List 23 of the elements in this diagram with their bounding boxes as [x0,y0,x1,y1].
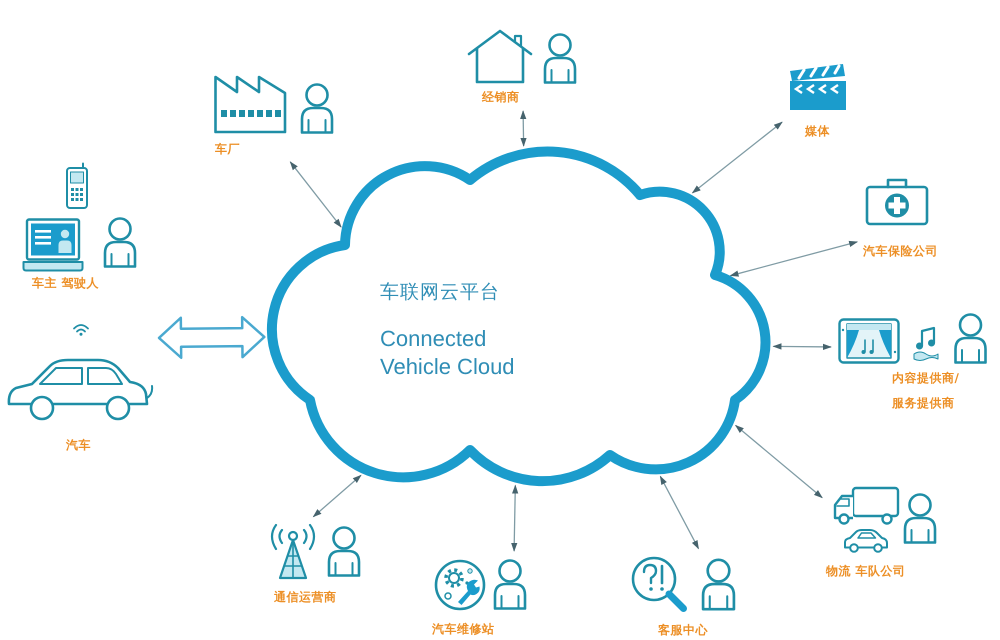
icon-caption: 汽车保险公司 [863,244,938,259]
icon-caption: 媒体 [805,124,830,139]
connector-arrow [730,240,858,277]
icon-caption: 车主 驾驶人 [32,276,100,291]
connector-arrow [290,161,342,228]
icon-caption: 车厂 [215,142,240,157]
icon-caption: 汽车 [66,438,91,453]
icon-caption: 客服中心 [658,623,708,638]
connector-arrow [660,476,700,550]
connector-arrow [734,424,823,498]
icon-caption: 通信运营商 [274,590,336,605]
icon-caption: 经销商 [482,90,520,105]
connector-arrow [520,110,527,147]
cloud-subtitle: Connected Vehicle Cloud [380,325,516,381]
connector-arrow [692,122,783,194]
icon-caption: 内容提供商/服务提供商 [892,370,960,412]
connector-arrow [772,343,832,350]
icon-caption: 汽车维修站 [432,622,494,637]
icon-caption: 物流 车队公司 [826,564,906,579]
cloud-title: 车联网云平台 [380,280,500,304]
connector-arrow [312,474,362,518]
connector-arrow [511,484,518,552]
block-arrow [158,316,266,359]
